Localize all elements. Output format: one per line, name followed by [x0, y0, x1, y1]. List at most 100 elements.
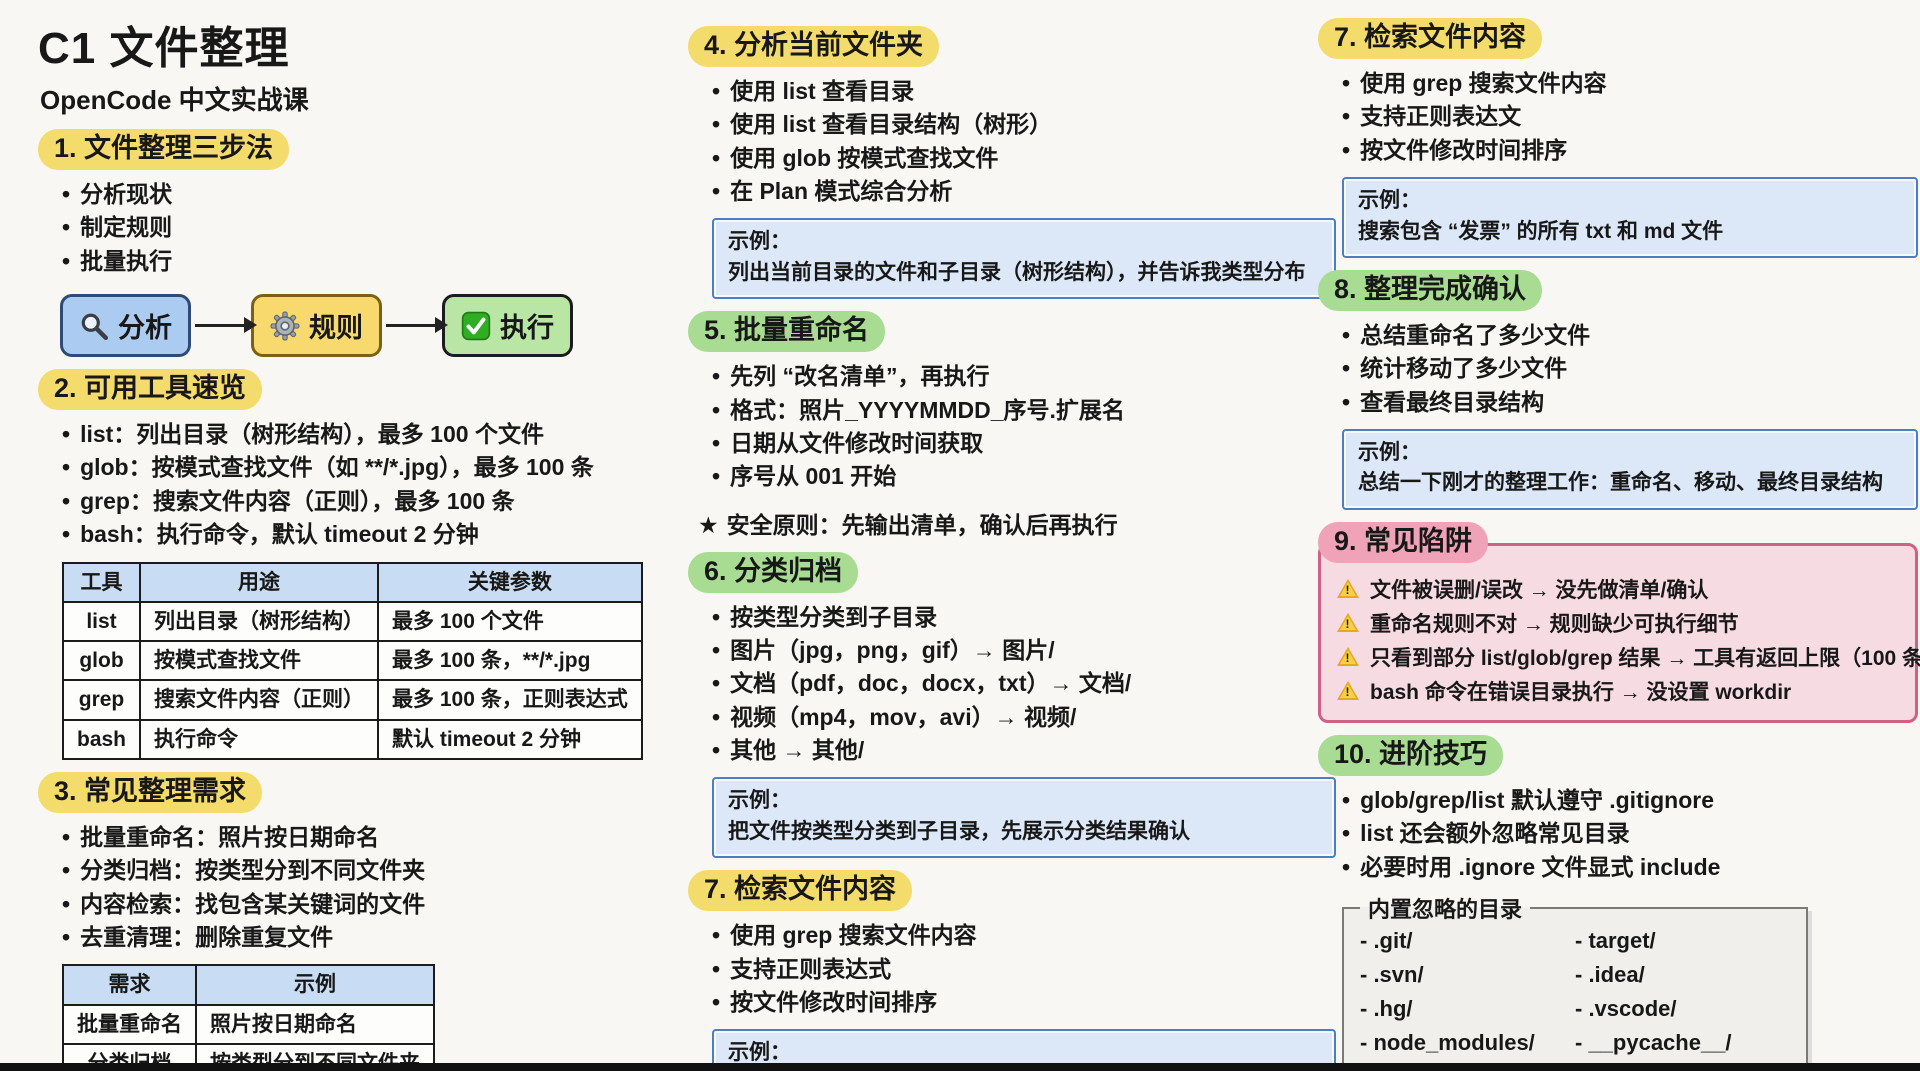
section-7-heading: 7. 检索文件内容	[688, 870, 913, 912]
page-title: C1 文件整理	[38, 24, 290, 73]
table-row: grep 搜索文件内容（正则） 最多 100 条，正则表达式	[61, 679, 643, 721]
section-3-heading: 3. 常见整理需求	[38, 771, 263, 814]
bullet-item: 先列 “改名清单”，再执行	[712, 360, 1336, 393]
bullet-item: list：列出目录（树形结构），最多 100 个文件	[62, 418, 668, 451]
example-text: 把文件按类型分类到子目录，先展示分类结果确认	[728, 819, 1190, 843]
table-cell: grep	[61, 679, 142, 721]
ignored-dirs-title: 内置忽略的目录	[1368, 897, 1523, 923]
section-8: 8. 整理完成确认 总结重命名了多少文件 统计移动了多少文件 查看最终目录结构 …	[1318, 269, 1918, 510]
section-7-right: 7. 检索文件内容 使用 grep 搜索文件内容 支持正则表达文 按文件修改时间…	[1318, 18, 1918, 258]
table-cell: 照片按日期命名	[195, 1003, 435, 1046]
table-cell: 按模式查找文件	[139, 640, 380, 682]
example-label: 示例：	[728, 1041, 791, 1065]
page-subtitle: OpenCode 中文实战课	[40, 85, 309, 115]
example-text: 总结一下刚才的整理工作：重命名、移动、最终目录结构	[1358, 471, 1883, 495]
example-box: 示例： 搜索包含 “发票” 的所有 txt 和 md 文件	[1342, 177, 1918, 258]
check-icon	[461, 311, 491, 340]
flow-step-label: 执行	[500, 313, 554, 344]
warning-item: 只看到部分 list/glob/grep 结果 → 工具有返回上限（100 条）	[1337, 642, 1920, 672]
bullet-item: glob：按模式查找文件（如 **/*.jpg），最多 100 条	[62, 451, 668, 484]
magnifier-icon	[81, 313, 109, 340]
warning-text: bash 命令在错误目录执行 → 没设置 workdir	[1370, 680, 1792, 704]
bullet-item: 视频（mp4，mov，avi）→ 视频/	[712, 701, 1336, 734]
section-4-bullets: 使用 list 查看目录 使用 list 查看目录结构（树形） 使用 glob …	[712, 75, 1336, 208]
table-header-cell: 示例	[195, 964, 435, 1006]
bullet-item: 其他 → 其他/	[712, 734, 1336, 767]
table-header-cell: 工具	[61, 561, 142, 603]
warning-icon	[1337, 613, 1359, 633]
section-6: 6. 分类归档 按类型分类到子目录 图片（jpg，png，gif）→ 图片/ 文…	[688, 551, 1336, 859]
section-8-heading: 8. 整理完成确认	[1318, 269, 1543, 311]
section-4-heading: 4. 分析当前文件夹	[688, 26, 940, 68]
table-cell: 最多 100 个文件	[377, 600, 643, 643]
safety-text: 安全原则：先输出清单，确认后再执行	[726, 511, 1118, 538]
example-label: 示例：	[1358, 189, 1421, 213]
list-item: - .git/	[1360, 928, 1413, 954]
bullet-item: 必要时用 .ignore 文件显式 include	[1342, 851, 1918, 884]
bullet-item: 文档（pdf，doc，docx，txt）→ 文档/	[712, 667, 1336, 700]
bullet-item: grep：搜索文件内容（正则），最多 100 条	[62, 485, 668, 518]
warning-text: 重命名规则不对 → 规则缺少可执行细节	[1370, 612, 1739, 636]
flow-step-label: 规则	[309, 313, 363, 344]
example-box: 示例： 总结一下刚才的整理工作：重命名、移动、最终目录结构	[1342, 429, 1918, 510]
section-9: 9. 常见陷阱 文件被误删/误改 → 没先做清单/确认 重命名规则不对 → 规则…	[1318, 521, 1920, 723]
safety-principle: ★安全原则：先输出清单，确认后再执行	[698, 506, 1336, 540]
table-row: glob 按模式查找文件 最多 100 条，**/*.jpg	[61, 640, 643, 682]
section-5: 5. 批量重命名 先列 “改名清单”，再执行 格式：照片_YYYYMMDD_序号…	[688, 311, 1336, 539]
section-5-bullets: 先列 “改名清单”，再执行 格式：照片_YYYYMMDD_序号.扩展名 日期从文…	[712, 360, 1336, 493]
table-cell: 搜索文件内容（正则）	[139, 679, 380, 721]
warning-item: 文件被误删/误改 → 没先做清单/确认	[1337, 574, 1901, 604]
bullet-item: 序号从 001 开始	[712, 460, 1336, 493]
bullet-item: 批量执行	[62, 245, 668, 278]
bullet-item: 按文件修改时间排序	[1342, 134, 1918, 167]
bullet-item: 日期从文件修改时间获取	[712, 427, 1336, 460]
middle-column: 4. 分析当前文件夹 使用 list 查看目录 使用 list 查看目录结构（树…	[688, 26, 1336, 1071]
section-2: 2. 可用工具速览 list：列出目录（树形结构），最多 100 个文件 glo…	[38, 369, 668, 760]
section-10-heading: 10. 进阶技巧	[1318, 734, 1504, 776]
table-header-cell: 需求	[62, 964, 197, 1006]
table-cell: 批量重命名	[62, 1003, 197, 1046]
list-item: - .idea/	[1575, 962, 1645, 988]
pitfalls-box: 文件被误删/误改 → 没先做清单/确认 重命名规则不对 → 规则缺少可执行细节 …	[1318, 542, 1920, 723]
gear-icon	[270, 311, 300, 341]
bullet-item: list 还会额外忽略常见目录	[1342, 817, 1918, 850]
warning-text: 只看到部分 list/glob/grep 结果 → 工具有返回上限（100 条）	[1370, 646, 1920, 670]
bullet-item: 分析现状	[62, 178, 668, 211]
needs-table: 需求 示例 批量重命名 照片按日期命名 分类归档 按类型分到不同文件夹 内容检索	[62, 964, 435, 1071]
table-header-cell: 关键参数	[377, 561, 643, 603]
section-7-heading: 7. 检索文件内容	[1318, 18, 1543, 60]
left-column: C1 文件整理 OpenCode 中文实战课 1. 文件整理三步法 分析现状 制…	[38, 12, 668, 1071]
list-item: - .svn/	[1360, 962, 1424, 988]
bullet-item: 内容检索：找包含某关键词的文件	[62, 888, 668, 921]
table-cell: 列出目录（树形结构）	[139, 600, 380, 643]
section-2-bullets: list：列出目录（树形结构），最多 100 个文件 glob：按模式查找文件（…	[62, 418, 668, 551]
bullet-item: 制定规则	[62, 211, 668, 244]
table-cell: list	[61, 600, 142, 643]
flow-step-analyze: 分析	[60, 294, 191, 358]
section-10: 10. 进阶技巧 glob/grep/list 默认遵守 .gitignore …	[1318, 734, 1918, 1071]
flow-step-exec: 执行	[442, 294, 573, 358]
ignored-dirs-box: 内置忽略的目录 - .git/ - .svn/ - .hg/ - node_mo…	[1342, 892, 1808, 1071]
warning-icon	[1337, 647, 1359, 667]
section-1-bullets: 分析现状 制定规则 批量执行	[62, 178, 668, 278]
ignored-dirs-right: - target/ - .idea/ - .vscode/ - __pycach…	[1575, 924, 1790, 1060]
bullet-item: 按类型分类到子目录	[712, 601, 1336, 634]
list-item: - target/	[1575, 928, 1656, 954]
section-2-heading: 2. 可用工具速览	[38, 369, 263, 411]
example-box: 示例： 把文件按类型分类到子目录，先展示分类结果确认	[712, 777, 1336, 859]
section-3: 3. 常见整理需求 批量重命名：照片按日期命名 分类归档：按类型分到不同文件夹 …	[38, 771, 668, 1071]
bullet-item: glob/grep/list 默认遵守 .gitignore	[1342, 784, 1918, 817]
section-7-bullets: 使用 grep 搜索文件内容 支持正则表达文 按文件修改时间排序	[1342, 67, 1918, 167]
section-7-middle: 7. 检索文件内容 使用 grep 搜索文件内容 支持正则表达式 按文件修改时间…	[688, 870, 1336, 1071]
bullet-item: 批量重命名：照片按日期命名	[62, 821, 668, 854]
table-header-row: 工具 用途 关键参数	[61, 561, 643, 603]
table-cell: 最多 100 条，**/*.jpg	[377, 640, 643, 682]
warning-icon	[1337, 681, 1359, 701]
bullet-item: 去重清理：删除重复文件	[62, 921, 668, 954]
list-item: - .vscode/	[1575, 996, 1677, 1022]
right-column: 7. 检索文件内容 使用 grep 搜索文件内容 支持正则表达文 按文件修改时间…	[1318, 18, 1920, 1071]
list-item: - .hg/	[1360, 996, 1413, 1022]
bullet-item: 使用 list 查看目录	[712, 75, 1336, 108]
warning-text: 文件被误删/误改 → 没先做清单/确认	[1370, 578, 1709, 602]
bullet-item: 使用 list 查看目录结构（树形）	[712, 108, 1336, 141]
